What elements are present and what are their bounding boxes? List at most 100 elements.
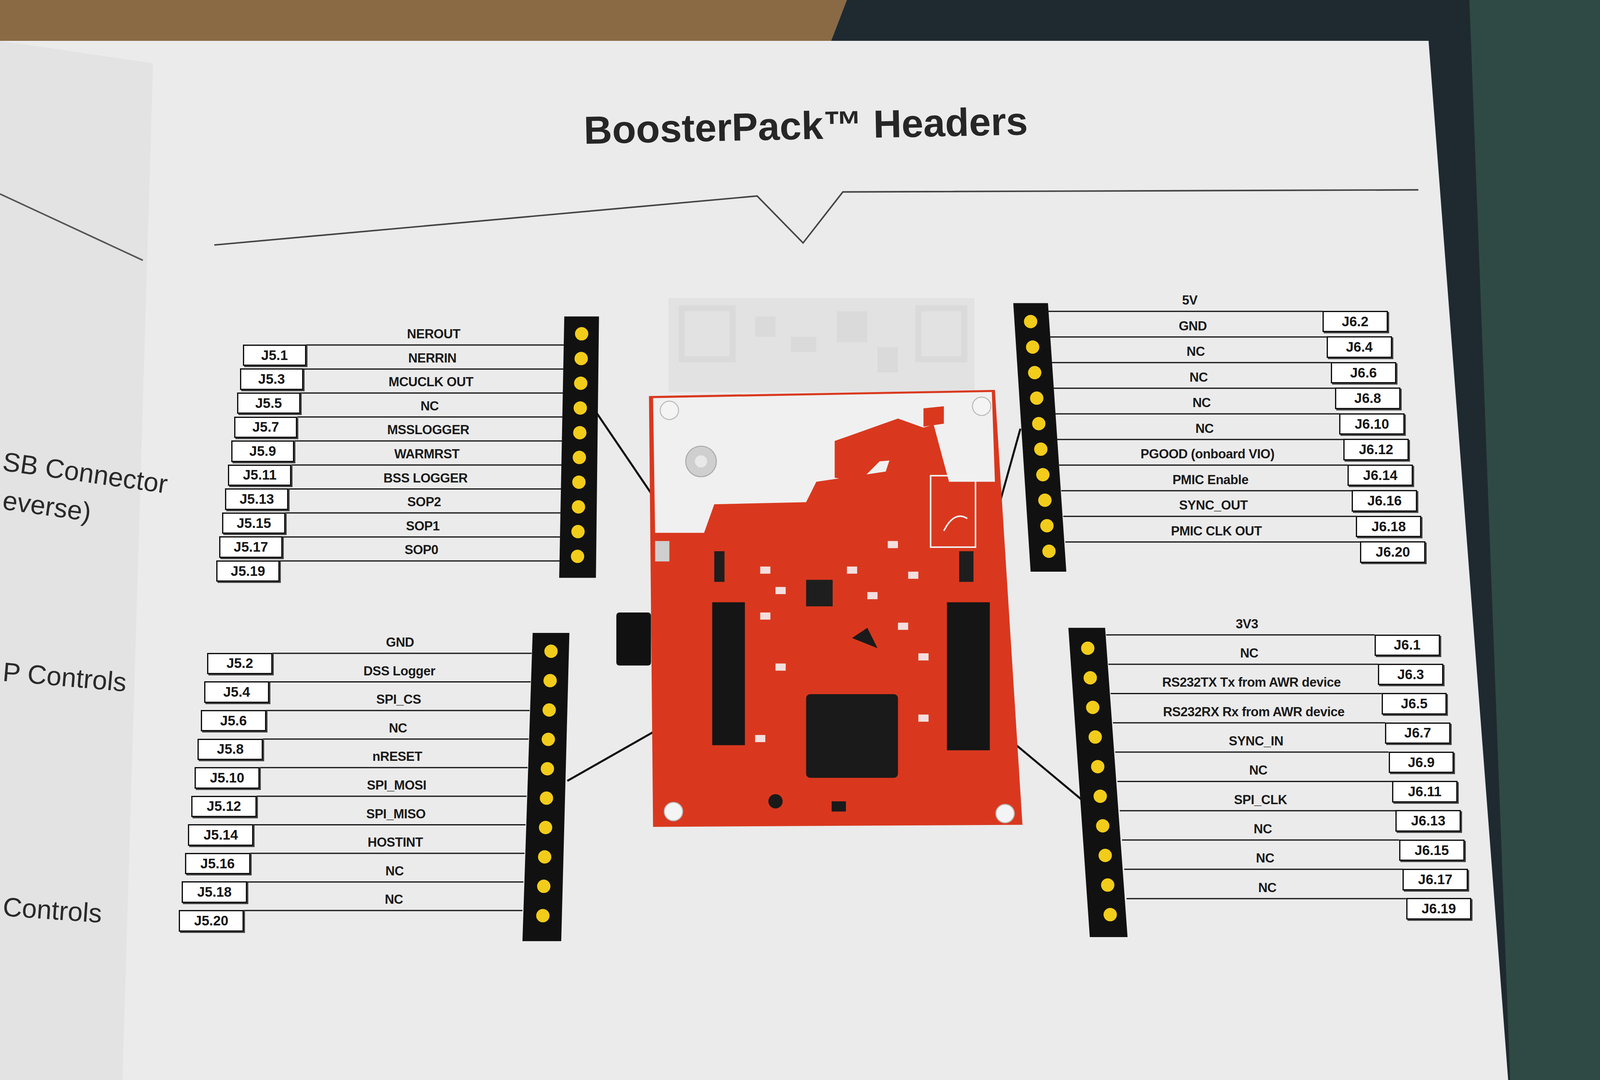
pin-dot [536,909,550,923]
pin-number-box: J5.15 [222,512,286,534]
pin-dot [1096,819,1110,833]
pin-line [1110,692,1382,695]
pin-dot [1081,641,1095,655]
pin-line [306,344,565,346]
pin-dot [543,674,557,688]
pin-line [250,852,525,855]
evm-board [616,390,1023,828]
pin-dot [570,549,585,563]
signal-name: NC [1258,880,1277,896]
title-divider [214,190,1419,245]
pin-line [1119,810,1396,812]
pin-line [303,368,565,370]
signal-name: HOSTINT [367,835,423,850]
pin-number-box: J5.2 [207,652,273,675]
pin-line [1049,336,1327,338]
pin-dot [540,762,555,776]
diagram-title: BoosterPack™ Headers [583,98,1029,153]
pin-number-box: J6.12 [1343,438,1409,460]
signal-name: NC [420,398,439,414]
pin-dot [571,500,585,514]
pin-number: J5.6 [220,712,247,729]
signal-name: NEROUT [407,326,461,342]
signal-name: MSSLOGGER [387,422,470,438]
pin-line [1124,868,1403,870]
signal-name: RS232TX Tx from AWR device [1162,675,1341,690]
pin-number-box: J5.7 [234,416,298,438]
pin-line [300,392,564,394]
signal-name: SPI_CLK [1234,792,1288,808]
pin-number-box: J6.6 [1330,362,1397,384]
pin-dot [1036,467,1050,482]
signal-name: nRESET [372,749,423,765]
pin-line [1122,839,1400,841]
pin-line [256,795,527,797]
pin-dot [538,820,553,835]
pin-dot [1101,878,1115,892]
header-strips [522,303,1128,942]
pin-dot [573,425,587,440]
signal-name: PMIC CLK OUT [1170,523,1262,539]
pin-dot [544,644,558,658]
signal-name: PMIC Enable [1172,472,1249,488]
pin-number: J6.15 [1414,842,1450,859]
pin-line [247,881,524,883]
signal-name: WARMRST [394,446,460,462]
signal-name: RS232RX Rx from AWR device [1162,704,1345,720]
pin-dot [572,475,586,489]
pin-number-box: J5.1 [242,344,307,366]
pin-number: J5.11 [242,467,277,483]
pin-line [1052,387,1335,389]
pin-line [262,738,529,740]
pin-number-box: J6.8 [1335,387,1401,409]
pin-line [1050,362,1331,364]
signal-name: GND [385,635,414,650]
pin-number: J5.9 [249,443,276,460]
pin-number-box: J5.16 [185,852,251,875]
pin-line [291,464,563,466]
signal-name: NC [1186,344,1205,360]
pin-number-box: J5.3 [240,368,304,390]
pin-dot [537,879,551,893]
pin-number-box: J6.9 [1388,751,1455,773]
pin-number-box: J5.13 [225,488,289,510]
pin-number-box: J6.15 [1399,839,1465,861]
pin-number-box: J6.16 [1351,490,1418,512]
pin-number-box: J6.14 [1347,464,1413,486]
pin-number: J5.19 [230,563,266,580]
pin-number-box: J5.20 [178,910,245,932]
pin-line [1108,663,1378,665]
signal-name: NC [384,892,403,908]
side-heading: everse) [0,485,94,528]
signal-name: NC [1255,850,1275,866]
pin-line [1059,464,1348,466]
pin-line [259,767,528,769]
pin-dot [541,732,555,747]
pin-number: J5.8 [217,741,244,758]
pin-line [294,440,563,442]
pin-number: J6.13 [1410,812,1446,829]
pin-number: J6.2 [1341,313,1369,330]
pin-dot [1088,730,1103,744]
signal-name: SYNC_IN [1228,733,1284,749]
pin-dot [574,376,588,390]
pin-number-box: J6.5 [1381,692,1448,715]
pin-number: J5.10 [210,770,245,786]
pin-dot [1086,700,1100,715]
pin-dot [1034,442,1048,456]
signal-name: SYNC_OUT [1179,497,1248,513]
pin-dot [1083,671,1098,685]
pin-number-box: J6.2 [1322,310,1388,333]
pin-number: J6.3 [1397,666,1424,683]
pin-dot [1042,544,1056,558]
pin-dot [1091,760,1105,774]
pin-number-box: J5.6 [200,710,267,732]
pin-number-box: J5.14 [187,824,254,846]
pin-number-box: J5.8 [197,738,263,760]
signal-name: SOP0 [404,542,439,558]
pin-number: J6.6 [1350,365,1377,381]
side-heading: P Controls [1,656,128,698]
pin-dot [572,450,586,465]
signal-name: NC [1189,370,1208,385]
pin-dot [571,525,585,539]
